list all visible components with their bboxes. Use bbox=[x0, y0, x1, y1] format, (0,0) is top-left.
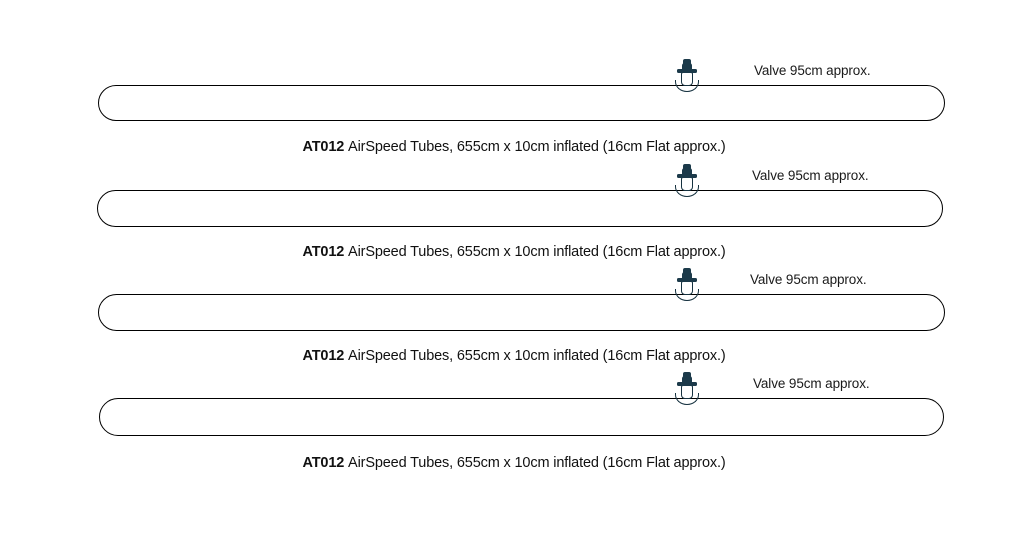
valve-icon bbox=[670, 58, 704, 102]
product-description: AirSpeed Tubes, 655cm x 10cm inflated (1… bbox=[348, 455, 726, 471]
valve-brim-icon bbox=[677, 69, 697, 73]
product-code: AT012 bbox=[302, 455, 345, 471]
valve-stem-icon bbox=[682, 63, 692, 70]
product-caption: AT012 AirSpeed Tubes, 655cm x 10cm infla… bbox=[0, 139, 1028, 155]
valve-stem-icon bbox=[682, 272, 692, 279]
valve-body-icon bbox=[681, 281, 693, 295]
valve-icon bbox=[670, 371, 704, 415]
valve-icon bbox=[670, 163, 704, 207]
valve-stem-icon bbox=[682, 168, 692, 175]
valve-icon bbox=[670, 267, 704, 311]
valve-brim-icon bbox=[677, 382, 697, 386]
valve-body-icon bbox=[681, 72, 693, 86]
valve-body-icon bbox=[681, 177, 693, 191]
valve-cap-icon bbox=[683, 164, 691, 169]
airspeed-tube-outline bbox=[98, 85, 945, 121]
valve-body-icon bbox=[681, 385, 693, 399]
valve-position-note: Valve 95cm approx. bbox=[750, 272, 867, 287]
product-description: AirSpeed Tubes, 655cm x 10cm inflated (1… bbox=[348, 139, 726, 155]
valve-cap-icon bbox=[683, 372, 691, 377]
valve-position-note: Valve 95cm approx. bbox=[753, 376, 870, 391]
valve-brim-icon bbox=[677, 278, 697, 282]
product-caption: AT012 AirSpeed Tubes, 655cm x 10cm infla… bbox=[0, 455, 1028, 471]
product-caption: AT012 AirSpeed Tubes, 655cm x 10cm infla… bbox=[0, 348, 1028, 364]
product-code: AT012 bbox=[302, 348, 345, 364]
product-code: AT012 bbox=[302, 244, 345, 260]
airspeed-tube-outline bbox=[97, 190, 943, 227]
product-code: AT012 bbox=[302, 139, 345, 155]
valve-cap-icon bbox=[683, 59, 691, 64]
valve-brim-icon bbox=[677, 174, 697, 178]
airspeed-tube-outline bbox=[98, 294, 945, 331]
valve-stem-icon bbox=[682, 376, 692, 383]
valve-position-note: Valve 95cm approx. bbox=[754, 63, 871, 78]
valve-position-note: Valve 95cm approx. bbox=[752, 168, 869, 183]
product-description: AirSpeed Tubes, 655cm x 10cm inflated (1… bbox=[348, 348, 726, 364]
product-caption: AT012 AirSpeed Tubes, 655cm x 10cm infla… bbox=[0, 244, 1028, 260]
valve-cap-icon bbox=[683, 268, 691, 273]
product-description: AirSpeed Tubes, 655cm x 10cm inflated (1… bbox=[348, 244, 726, 260]
airspeed-tube-outline bbox=[99, 398, 944, 436]
